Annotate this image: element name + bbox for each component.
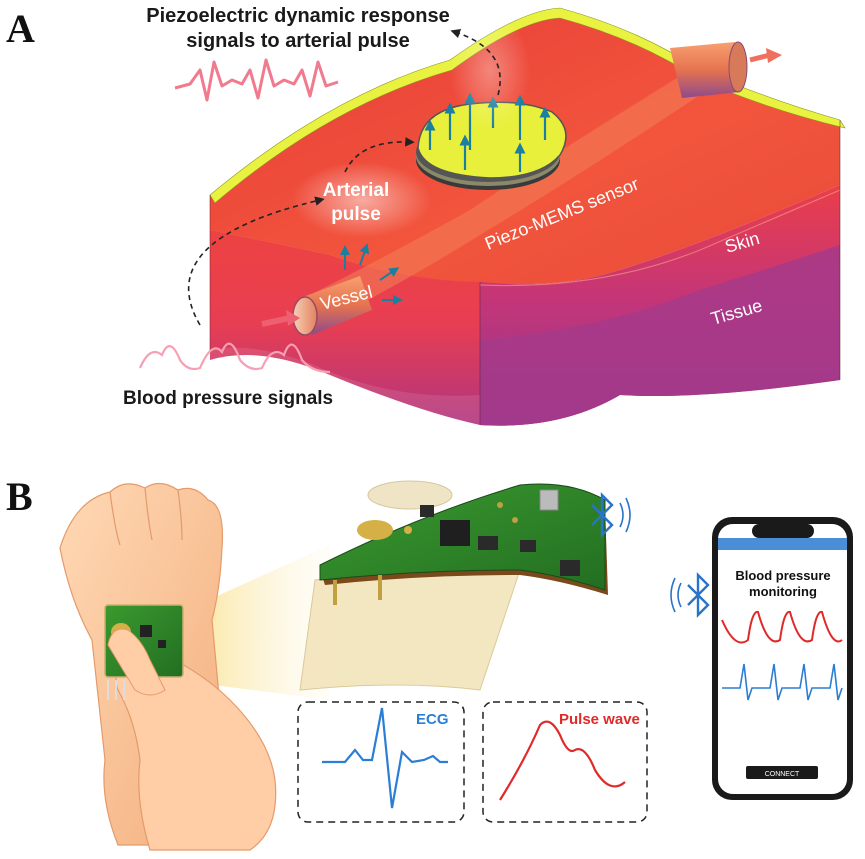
dashed-arrow-pulse-to-sensor (344, 137, 415, 173)
ecg-box: ECG (297, 701, 465, 823)
bluetooth-icon-phone (670, 572, 710, 618)
vessel-dipole-arrows (340, 243, 403, 305)
panel-b-letter: B (6, 474, 33, 519)
coin-cell (367, 480, 453, 510)
smartphone: Blood pressure monitoring CONNECT (712, 517, 853, 800)
ecg-label: ECG (416, 711, 449, 728)
phone-ecg-trace (722, 663, 843, 701)
phone-title-line1: Blood pressure (735, 568, 830, 583)
arterial-pulse-line1: Arterial (323, 180, 390, 201)
connect-button-label: CONNECT (765, 771, 800, 778)
bp-signal-wave (138, 342, 331, 374)
response-signal-wave (174, 58, 339, 102)
phone-pulse-trace (721, 610, 843, 644)
pcb-board (319, 483, 608, 605)
vessel-right-end (670, 41, 748, 98)
phone-title-line2: monitoring (749, 584, 817, 599)
panel-a-letter: A (6, 6, 35, 51)
panel-a: A (6, 5, 846, 426)
pulse-wave-box: Pulse wave (482, 701, 648, 823)
tissue-band (480, 245, 840, 426)
title-line2: signals to arterial pulse (186, 30, 409, 52)
panel-b: B (6, 474, 853, 851)
piezo-mems-sensor (416, 101, 567, 190)
bp-signals-label: Blood pressure signals (123, 388, 333, 409)
outflow-arrow (749, 52, 771, 63)
ecg-waveform (322, 707, 448, 809)
bluetooth-icon (591, 492, 631, 538)
pulse-wave-label: Pulse wave (559, 711, 640, 728)
inflow-arrow (261, 315, 291, 327)
arterial-pulse-line2: pulse (331, 204, 381, 225)
pulse-waveform (499, 720, 626, 801)
connect-button[interactable] (746, 766, 818, 779)
dashed-arrow-bp-to-pulse (187, 196, 325, 326)
title-line1: Piezoelectric dynamic response (146, 5, 449, 27)
dashed-arrow-sensor-to-title (450, 28, 501, 96)
vessel-left-end (292, 276, 372, 336)
pointing-finger (107, 628, 166, 696)
vessel-tube (300, 70, 700, 330)
